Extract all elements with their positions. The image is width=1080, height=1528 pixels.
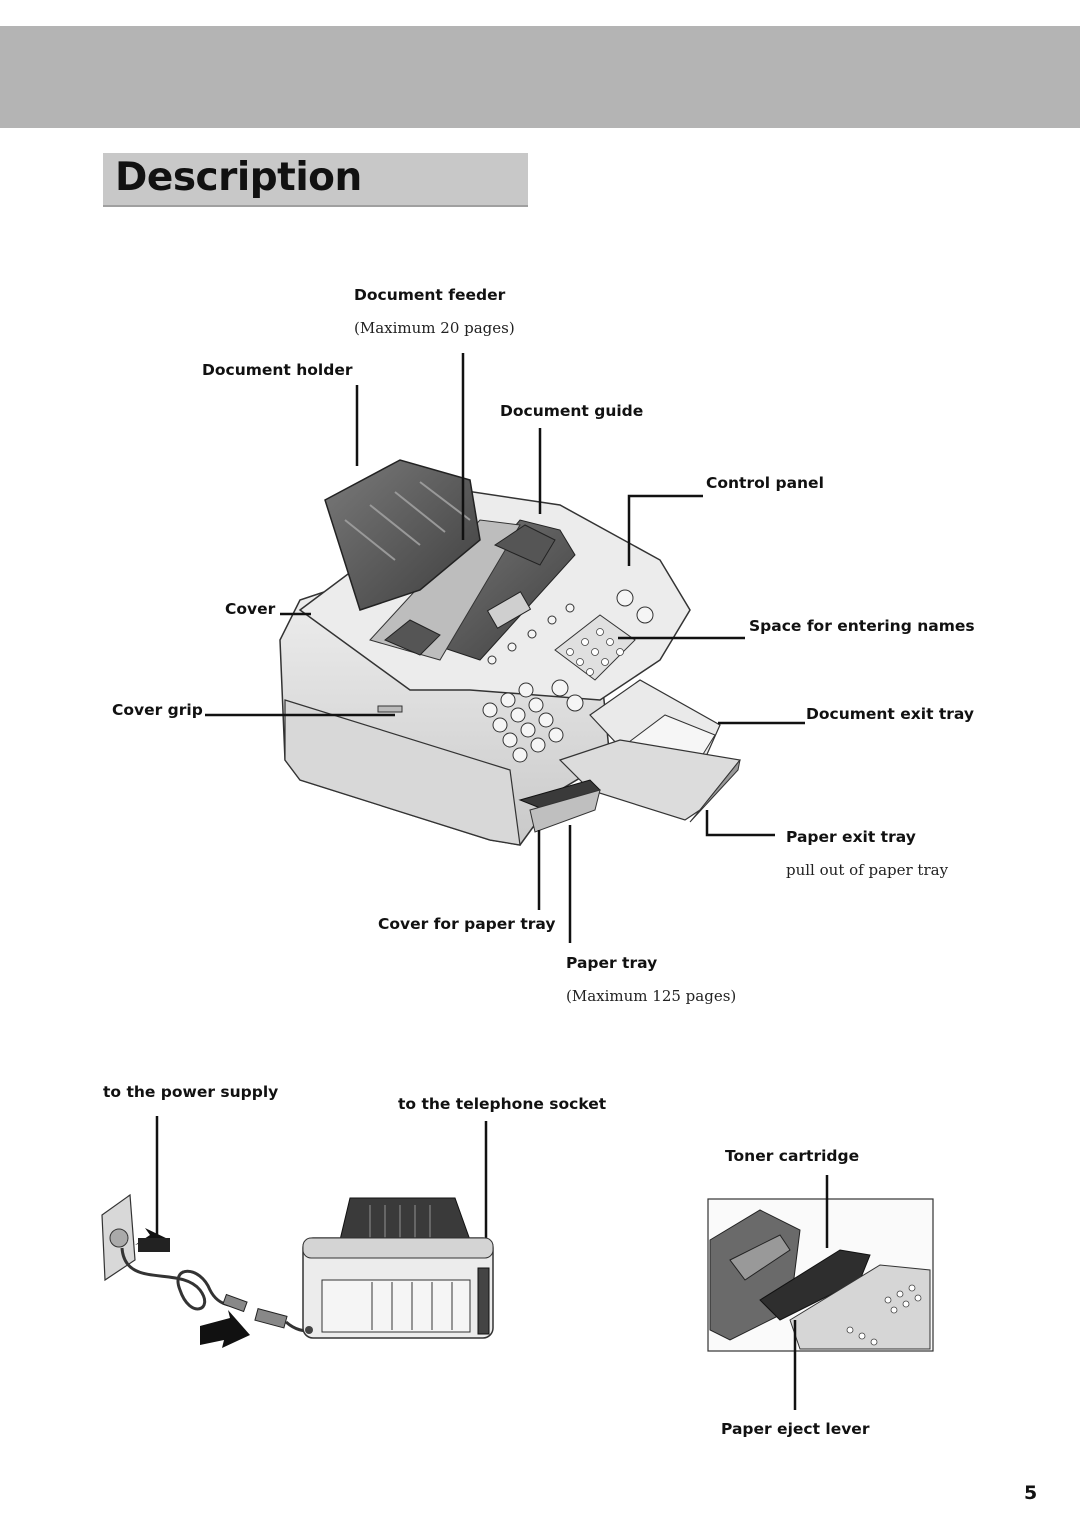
note-paper-tray: (Maximum 125 pages) xyxy=(566,987,737,1005)
page-number: 5 xyxy=(1024,1482,1038,1504)
label-document-guide: Document guide xyxy=(500,402,644,420)
label-paper-tray: Paper tray xyxy=(566,954,658,972)
rear-connection-illustration xyxy=(101,1116,494,1348)
note-document-feeder: (Maximum 20 pages) xyxy=(354,319,515,337)
label-cover: Cover xyxy=(225,600,276,618)
label-control-panel: Control panel xyxy=(706,474,824,492)
title-box: Description xyxy=(103,153,528,207)
page-title: Description xyxy=(115,155,362,200)
leader-lines xyxy=(205,353,805,943)
label-document-feeder: Document feeder xyxy=(354,286,506,304)
label-paper-exit-tray: Paper exit tray xyxy=(786,828,916,846)
label-paper-eject-lever: Paper eject lever xyxy=(721,1420,870,1438)
label-cover-for-paper-tray: Cover for paper tray xyxy=(378,915,556,933)
label-telephone-socket: to the telephone socket xyxy=(398,1095,607,1113)
label-document-exit-tray: Document exit tray xyxy=(806,705,975,723)
label-power-supply: to the power supply xyxy=(103,1083,279,1101)
label-cover-grip: Cover grip xyxy=(112,701,203,719)
label-space-for-names: Space for entering names xyxy=(749,617,975,635)
fax-machine xyxy=(279,459,742,846)
note-paper-exit-tray: pull out of paper tray xyxy=(786,861,949,879)
header-bar xyxy=(0,26,1080,128)
label-toner-cartridge: Toner cartridge xyxy=(725,1147,860,1165)
toner-cartridge-illustration xyxy=(707,1175,934,1410)
label-document-holder: Document holder xyxy=(202,361,353,379)
